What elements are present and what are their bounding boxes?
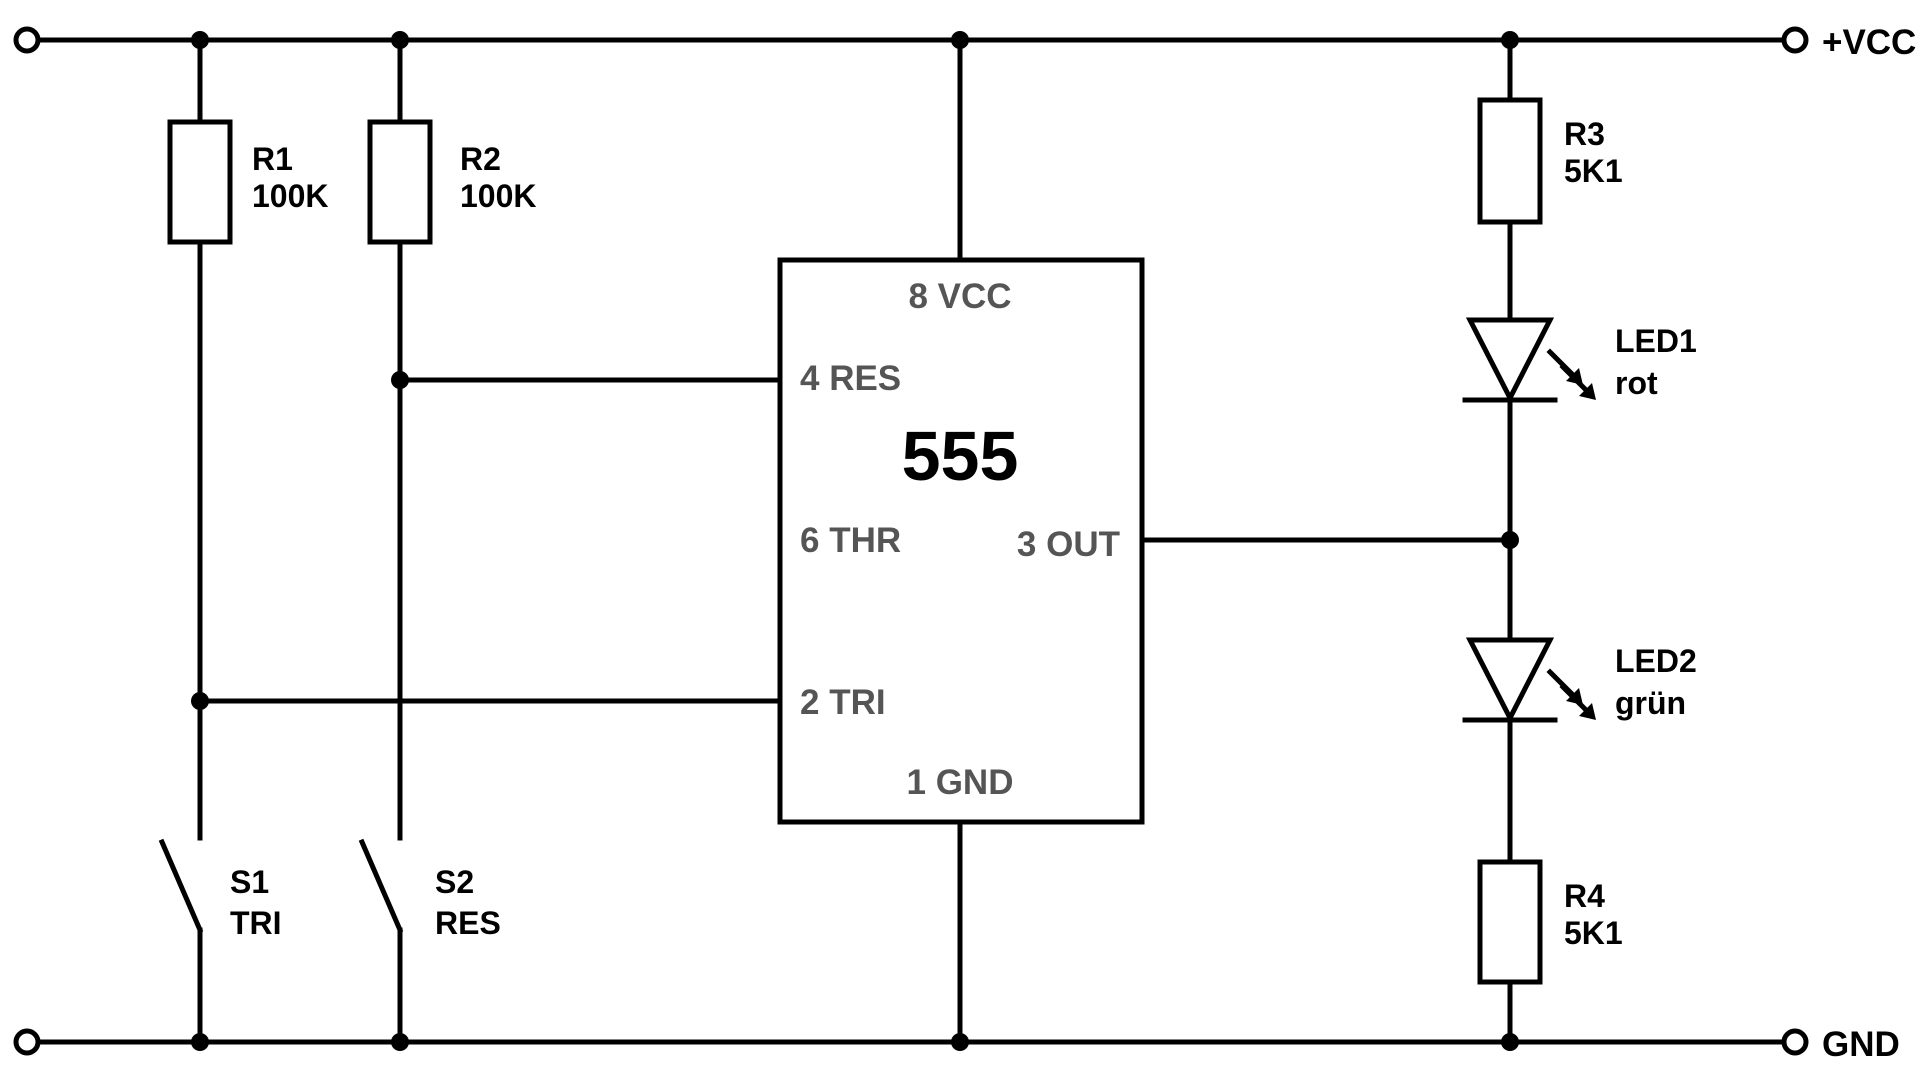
pin-2-tri: 2 TRI [800,683,886,722]
junction-dot [391,371,409,389]
r2-ref: R2 [460,141,501,177]
pin-8-vcc: 8 VCC [908,277,1011,316]
r4-value: 5K1 [1564,915,1623,951]
r1-branch: R1 100K S1 TRI [158,37,329,1045]
junction-dot [391,1033,409,1051]
r3-ref: R3 [1564,116,1605,152]
junction-dot [191,692,209,710]
gnd-label: GND [1822,1025,1900,1064]
pin-6-thr: 6 THR [800,521,901,560]
s2-switch-blade [358,838,404,934]
led1-color: rot [1615,365,1658,401]
junction-dot [191,31,209,49]
s2-ref: S2 [435,864,474,900]
s2-function: RES [435,905,501,941]
led2-ref: LED2 [1615,643,1697,679]
led2 [1462,637,1596,724]
junction-dot [1501,31,1519,49]
s1-function: TRI [230,905,282,941]
s1-switch-blade [158,838,204,934]
ic-555: 555 8 VCC 4 RES 6 THR 3 OUT 2 TRI 1 GND [777,257,1145,825]
led2-color: grün [1615,685,1686,721]
junction-dots [191,31,1519,1051]
r3-value: 5K1 [1564,153,1623,189]
junction-dot [1501,531,1519,549]
r4-resistor [1477,859,1543,985]
junction-dot [951,31,969,49]
r3-resistor [1477,97,1543,225]
s1-ref: S1 [230,864,269,900]
pin-3-out: 3 OUT [1017,525,1120,564]
gnd-right-terminal [1781,1028,1809,1056]
r1-value: 100K [252,178,329,214]
junction-dot [391,31,409,49]
junction-dot [1501,1033,1519,1051]
gnd-left-terminal [13,1028,41,1056]
r2-value: 100K [460,178,537,214]
vcc-right-terminal [1781,26,1809,54]
junction-dot [951,1033,969,1051]
r1-ref: R1 [252,141,293,177]
led1 [1462,317,1596,404]
pin-4-res: 4 RES [800,359,901,398]
ic-name: 555 [902,417,1019,495]
output-branch: R3 5K1 LED1 rot LED2 grün R4 5K1 [1462,37,1697,1045]
vcc-label: +VCC [1822,23,1916,62]
r1-resistor [167,119,233,245]
pin-1-gnd: 1 GND [907,763,1014,802]
vcc-left-terminal [13,26,41,54]
junction-dot [191,1033,209,1051]
ic-555-body [777,257,1145,825]
r2-resistor [367,119,433,245]
r4-ref: R4 [1564,878,1605,914]
r2-branch: R2 100K S2 RES [358,37,537,1045]
led1-ref: LED1 [1615,323,1697,359]
